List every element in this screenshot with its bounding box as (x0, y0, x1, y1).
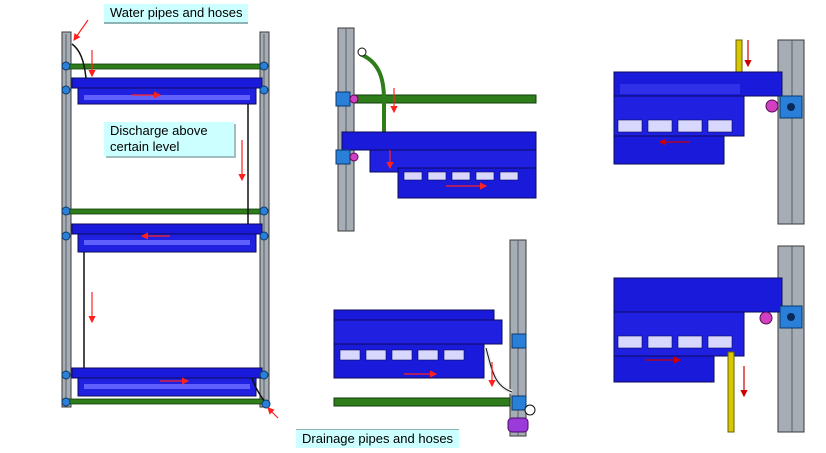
green-hose (359, 52, 386, 142)
drainage-pipes-label: Drainage pipes and hoses (296, 429, 460, 448)
discharge-label: Discharge above certain level (104, 122, 234, 156)
tray-middle (71, 223, 263, 253)
flow-arrow-icon (73, 19, 279, 419)
tray-top (71, 77, 263, 105)
tray-bottom (71, 367, 263, 397)
main-rack (61, 19, 279, 419)
green-pipe (353, 94, 537, 104)
green-pipe-bottom (67, 398, 265, 405)
water-pipes-label: Water pipes and hoses (104, 4, 249, 24)
detail-bottom-right (613, 245, 806, 433)
green-pipe-middle (67, 208, 265, 215)
detail-top-right (613, 39, 806, 225)
green-pipe (333, 397, 511, 407)
detail-top-middle (335, 27, 537, 232)
pipe-clamp-icon (61, 61, 271, 409)
green-pipe-top (67, 63, 265, 70)
inlet-hose (71, 43, 87, 79)
detail-bottom-middle (333, 239, 536, 437)
